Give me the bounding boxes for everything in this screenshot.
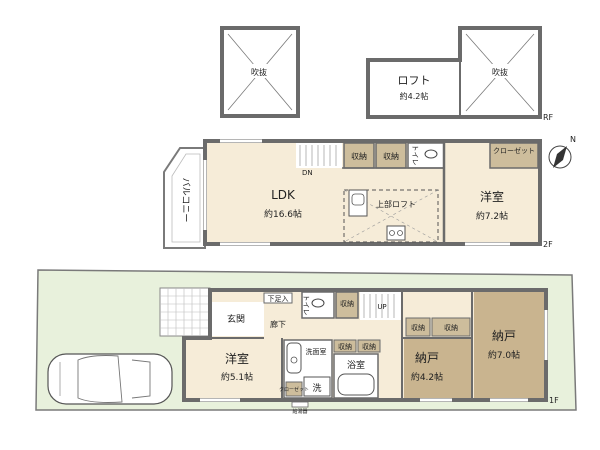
floor-rf: 吹抜 ロフト 約4.2帖 吹抜 RF: [220, 26, 554, 122]
f2-storage-b: [375, 142, 407, 169]
toilet-icon: [311, 298, 325, 308]
f1-storage-e-label: 収納: [444, 323, 458, 332]
floor-1f: 玄関 下足入 廊下 トイレ 収納 UP 洋室 約5.1帖 洗面室: [35, 269, 577, 415]
rf-void-left-label: 吹抜: [251, 67, 267, 77]
f1-floor-label: 1F: [549, 396, 559, 405]
washing-machine-icon: [303, 376, 331, 397]
f1-storage-c: [357, 339, 381, 353]
burner-icon: [389, 230, 395, 236]
f1-western-name: 洋室: [225, 351, 249, 366]
sink-icon: [351, 193, 365, 206]
rf-loft-name: ロフト: [398, 74, 431, 87]
f1-storage-e: [431, 317, 471, 337]
f1-storage-a-label: 収納: [340, 299, 354, 308]
f1-toilet: [301, 291, 335, 319]
f2-outline: [203, 139, 542, 246]
f1-shoe-box: [263, 292, 293, 304]
f1-bath-label: 浴室: [347, 359, 365, 371]
f1-storage-d-label: 収納: [411, 323, 425, 332]
f2-ldk-area: 約16.6帖: [264, 208, 302, 220]
bathtub-icon: [337, 373, 375, 396]
f1-windows: [200, 310, 548, 402]
f2-upper-loft: [343, 189, 439, 243]
f1-nando1-area: 約4.2帖: [411, 371, 443, 383]
f1-storage-b-label: 収納: [338, 342, 352, 351]
f1-stairs: [360, 292, 402, 320]
burner-icon: [397, 230, 403, 236]
compass-needle-icon: [553, 146, 567, 168]
f2-floor-label: 2F: [543, 240, 553, 249]
f1-entrance: [212, 302, 264, 336]
f1-storage-a: [335, 291, 359, 319]
rf-void-left: [220, 26, 300, 118]
f1-nando1: [404, 338, 472, 398]
f1-closet-small: [285, 381, 303, 397]
f1-nando2-name: 納戸: [492, 329, 516, 343]
toilet-icon: [424, 149, 438, 159]
f1-storage-c-label: 収納: [362, 342, 376, 351]
f2-stairs: [296, 143, 342, 168]
f2-closet: [489, 142, 539, 169]
f1-storage-b: [333, 339, 357, 353]
rf-void-right-label: 吹抜: [492, 67, 508, 77]
floor-2f: バルコニー DN 収納 収納 トイレ クローゼット: [163, 139, 553, 249]
f1-wash-label: 洗: [312, 382, 321, 394]
f2-balcony-label: バルコニー: [180, 178, 191, 223]
compass-label: N: [570, 135, 576, 144]
f1-nando2: [474, 292, 544, 398]
f1-closet-small-label: クローゼット: [279, 386, 309, 393]
f1-up-label: UP: [377, 303, 386, 311]
f2-dn-label: DN: [302, 169, 313, 177]
drain-icon: [290, 356, 298, 364]
f1-water-heater: [291, 401, 309, 408]
f2-storage-b-label: 収納: [383, 151, 399, 161]
f2-closet-label: クローゼット: [493, 146, 535, 155]
f2-balcony-inner: [171, 153, 201, 243]
f1-shoe-box-label: 下足入: [268, 295, 289, 303]
f2-ldk-name: LDK: [271, 188, 296, 202]
f1-water-heater-label: 給湯器: [292, 408, 307, 415]
f1-nando2-area: 約7.0帖: [488, 349, 520, 361]
f1-hallway-label: 廊下: [270, 319, 286, 329]
f1-porch-grid: [160, 288, 210, 336]
f2-toilet-label: トイレ: [411, 145, 419, 166]
compass: N: [548, 135, 576, 169]
washbasin-icon: [286, 342, 302, 374]
f1-western-area: 約5.1帖: [221, 371, 253, 383]
f1-stair-treads: [363, 294, 395, 318]
f1-storage-d: [405, 317, 431, 337]
f2-upper-loft-label: 上部ロフト: [376, 199, 416, 209]
f2-stair-treads: [299, 145, 337, 166]
f1-washroom-label: 洗面室: [306, 347, 327, 356]
rf-void-right-label-bg: [485, 64, 515, 78]
f1-toilet-label: トイレ: [302, 295, 310, 316]
rf-loft-area: 約4.2帖: [400, 91, 429, 101]
rf-void-left-label-bg: [244, 64, 274, 78]
f2-storage-a-label: 収納: [351, 151, 367, 161]
f1-nando1-name: 納戸: [415, 351, 439, 365]
f2-storage-a: [343, 142, 375, 169]
f2-western-area: 約7.2帖: [476, 210, 508, 222]
rf-floor-label: RF: [543, 113, 554, 122]
f1-entrance-label: 玄関: [227, 313, 245, 325]
stove-icon: [386, 225, 406, 241]
f2-western-name: 洋室: [480, 189, 504, 204]
f2-windows: [203, 139, 510, 246]
car-icon: [47, 353, 173, 405]
